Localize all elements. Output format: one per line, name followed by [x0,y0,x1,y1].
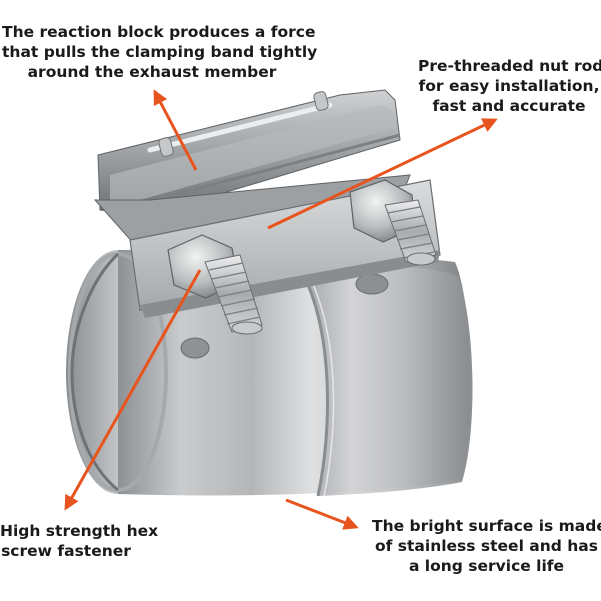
callout-line: for easy installation, [418,77,600,95]
clamp-sleeve [300,265,473,496]
callout-line: fast and accurate [432,97,586,115]
callout-line: a long service life [408,557,565,575]
callout-line: around the exhaust member [27,63,277,81]
callout-line: that pulls the clamping band tightly [2,43,318,61]
callout-line: of stainless steel and has [375,537,598,555]
arrow-nut-rod [267,118,498,230]
hex-fastener-left [167,234,263,335]
hex-fastener-callout: High strength hex screw fastener [0,521,159,561]
arrow-surface [285,498,359,530]
callout-line: screw fastener [1,542,131,560]
callout-line: Pre-threaded nut rod [418,57,601,75]
reaction-block-callout: The reaction block produces a force that… [2,22,318,82]
callout-line: The reaction block produces a force [2,23,316,41]
reaction-block [97,89,401,216]
surface-callout: The bright surface is made of stainless … [372,516,601,576]
callout-line: High strength hex [0,522,159,540]
hex-fastener-right [349,179,437,266]
sleeve-seam [298,267,329,497]
callout-line: The bright surface is made [372,517,601,535]
arrow-reaction-block [153,89,198,171]
arrow-hex-fastener [64,269,202,511]
nut-rod-callout: Pre-threaded nut rod for easy installati… [418,56,601,116]
